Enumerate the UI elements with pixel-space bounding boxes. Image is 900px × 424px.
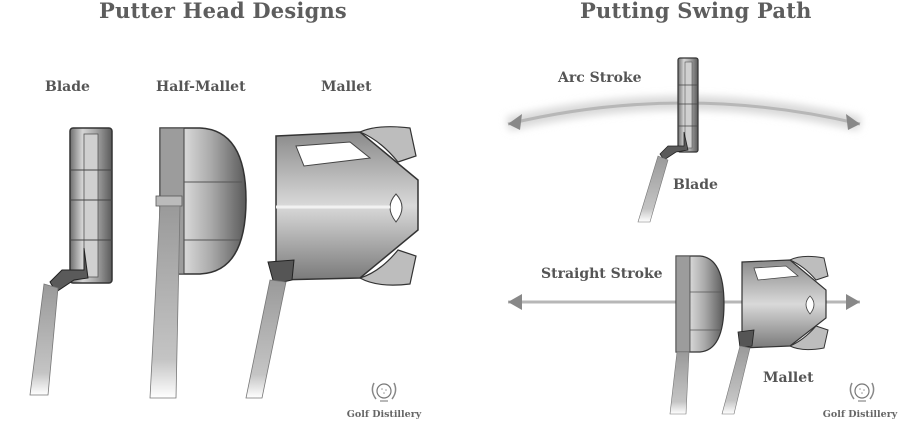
golf-ball-laurel-icon — [371, 382, 397, 402]
straight-stroke-label: Straight Stroke — [541, 266, 663, 282]
golf-ball-laurel-icon — [849, 382, 875, 402]
right-panel-title: Putting Swing Path — [580, 0, 812, 23]
brand-logo-left: Golf Distillery — [344, 409, 424, 420]
brand-name: Golf Distillery — [346, 409, 422, 420]
arc-stroke-label: Arc Stroke — [558, 70, 642, 86]
arc-stroke-blade-putter-illustration — [637, 57, 699, 223]
brand-name: Golf Distillery — [822, 409, 898, 420]
blade-label: Blade — [45, 79, 90, 95]
half-mallet-label: Half-Mallet — [156, 79, 246, 95]
arc-stroke-putter-label: Blade — [673, 177, 718, 193]
straight-stroke-putter-label: Mallet — [763, 370, 814, 386]
mallet-putter-illustration — [245, 126, 419, 399]
straight-stroke-mallet-illustration — [721, 255, 829, 415]
left-panel-title: Putter Head Designs — [99, 0, 347, 23]
half-mallet-putter-illustration — [149, 127, 247, 399]
mallet-label: Mallet — [321, 79, 372, 95]
blade-putter-illustration — [29, 127, 113, 396]
straight-stroke-half-mallet-illustration — [669, 255, 725, 415]
brand-logo-right: Golf Distillery — [820, 409, 900, 420]
